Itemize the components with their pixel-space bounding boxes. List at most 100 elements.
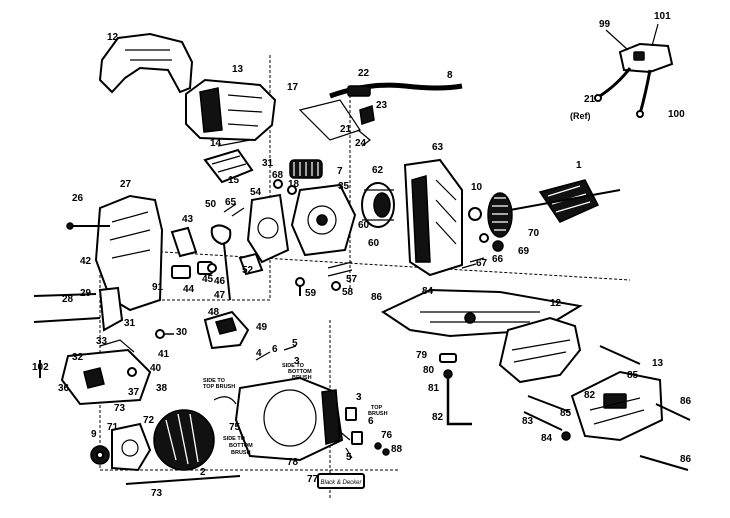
callout-22: 22 [358, 68, 370, 79]
callout-73a: 73 [114, 403, 126, 414]
spring-43 [170, 226, 217, 279]
callout-46: 46 [214, 276, 226, 287]
switch-assembly-99 [594, 23, 674, 118]
nameplate-label: Black & Decker [320, 480, 362, 486]
callout-4: 4 [256, 348, 262, 359]
callout-100: 100 [668, 109, 685, 120]
callout-24: 24 [355, 138, 367, 149]
callout-82a: 82 [584, 390, 596, 401]
switch-trigger-15 [203, 139, 254, 184]
housing-27 [66, 194, 164, 312]
note-n2: TOP BRUSH [203, 384, 235, 390]
callout-82b: 82 [432, 412, 444, 423]
callout-86a: 86 [371, 292, 383, 303]
motor-cover-12 [498, 316, 582, 384]
callout-27: 27 [120, 179, 132, 190]
callout-23: 23 [376, 100, 388, 111]
callout-18: 18 [288, 179, 300, 190]
callout-10: 10 [471, 182, 483, 193]
callout-6b: 6 [368, 416, 374, 427]
callout-1: 1 [576, 160, 582, 171]
callout-78: 78 [287, 457, 299, 468]
blade-clamp-54 [210, 193, 290, 301]
screws-85 [523, 395, 571, 441]
gear-62 [361, 182, 395, 228]
callout-69: 69 [518, 246, 530, 257]
callout-21a: 21 [340, 124, 352, 135]
callout-50: 50 [205, 199, 217, 210]
note-n8: BRUSH [292, 375, 312, 381]
gear-case-63 [403, 158, 463, 277]
callout-43: 43 [182, 214, 194, 225]
hardware-57 [238, 252, 353, 296]
note-n6: SIDE TO [282, 363, 305, 369]
armature-1 [509, 179, 621, 223]
note-n10: BRUSH [368, 411, 388, 417]
callout-14: 14 [210, 138, 222, 149]
nameplate-77 [317, 473, 365, 489]
callout-40: 40 [150, 363, 162, 374]
housing-half-13 [185, 78, 277, 142]
callout-5b: 5 [346, 452, 352, 463]
handle-cover-12 [98, 32, 194, 94]
assembly-guide-lines [99, 55, 631, 500]
callout-58: 58 [342, 287, 354, 298]
callout-59: 59 [305, 288, 317, 299]
callout-12b: 12 [550, 298, 562, 309]
callout-62: 62 [372, 165, 384, 176]
callout-13b: 13 [652, 358, 664, 369]
callout-12a: 12 [107, 32, 119, 43]
callout-60a: 60 [358, 220, 370, 231]
callout-32: 32 [72, 352, 84, 363]
callout-31: 31 [124, 318, 136, 329]
callout-68: 68 [272, 170, 284, 181]
note-n3: SIDE TO [223, 436, 246, 442]
callout-72: 72 [143, 415, 155, 426]
callout-67: 67 [476, 258, 488, 269]
callout-33: 33 [96, 336, 108, 347]
note-n4: BOTTOM [229, 443, 253, 449]
hardware-69 [461, 233, 504, 269]
gear-plate-35 [290, 183, 357, 257]
callout-66: 66 [492, 254, 504, 265]
hex-key-82 [439, 353, 472, 426]
callout-9: 9 [91, 429, 97, 440]
callout-63: 63 [432, 142, 444, 153]
note-n9: TOP [371, 405, 383, 411]
callout-52: 52 [242, 265, 254, 276]
motor-housing-78 [234, 345, 344, 462]
callout-48: 48 [208, 307, 220, 318]
callout-101: 101 [654, 11, 671, 22]
callout-84b: 84 [541, 433, 553, 444]
callout-26: 26 [72, 193, 84, 204]
strain-relief-23 [357, 105, 375, 147]
callout-65: 65 [225, 197, 237, 208]
callout-83: 83 [522, 416, 534, 427]
callout-60b: 60 [368, 238, 380, 249]
callout-13a: 13 [232, 64, 244, 75]
field-coil-2 [125, 396, 241, 485]
callout-102: 102 [32, 362, 49, 373]
callout-45: 45 [202, 274, 214, 285]
counterweight-49 [203, 310, 250, 350]
callout-70: 70 [528, 228, 540, 239]
callout-86c: 86 [680, 454, 692, 465]
callout-76: 76 [381, 430, 393, 441]
callout-15: 15 [228, 175, 240, 186]
callout-54: 54 [250, 187, 262, 198]
callout-37: 37 [128, 387, 140, 398]
callout-31b: 31 [262, 158, 274, 169]
note-n7: BOTTOM [288, 369, 312, 375]
note-n1: SIDE TO [203, 378, 226, 384]
motor-housing-13 [570, 345, 691, 471]
callout-21b: 21 [584, 94, 596, 105]
callout-81: 81 [428, 383, 440, 394]
base-plate-36 [39, 339, 152, 406]
callout-91: 91 [152, 282, 164, 293]
callout-84: 84 [422, 286, 434, 297]
callout-44: 44 [183, 284, 195, 295]
callout-73b: 73 [151, 488, 163, 499]
blade-guide-29 [33, 286, 174, 339]
callout-17: 17 [287, 82, 299, 93]
